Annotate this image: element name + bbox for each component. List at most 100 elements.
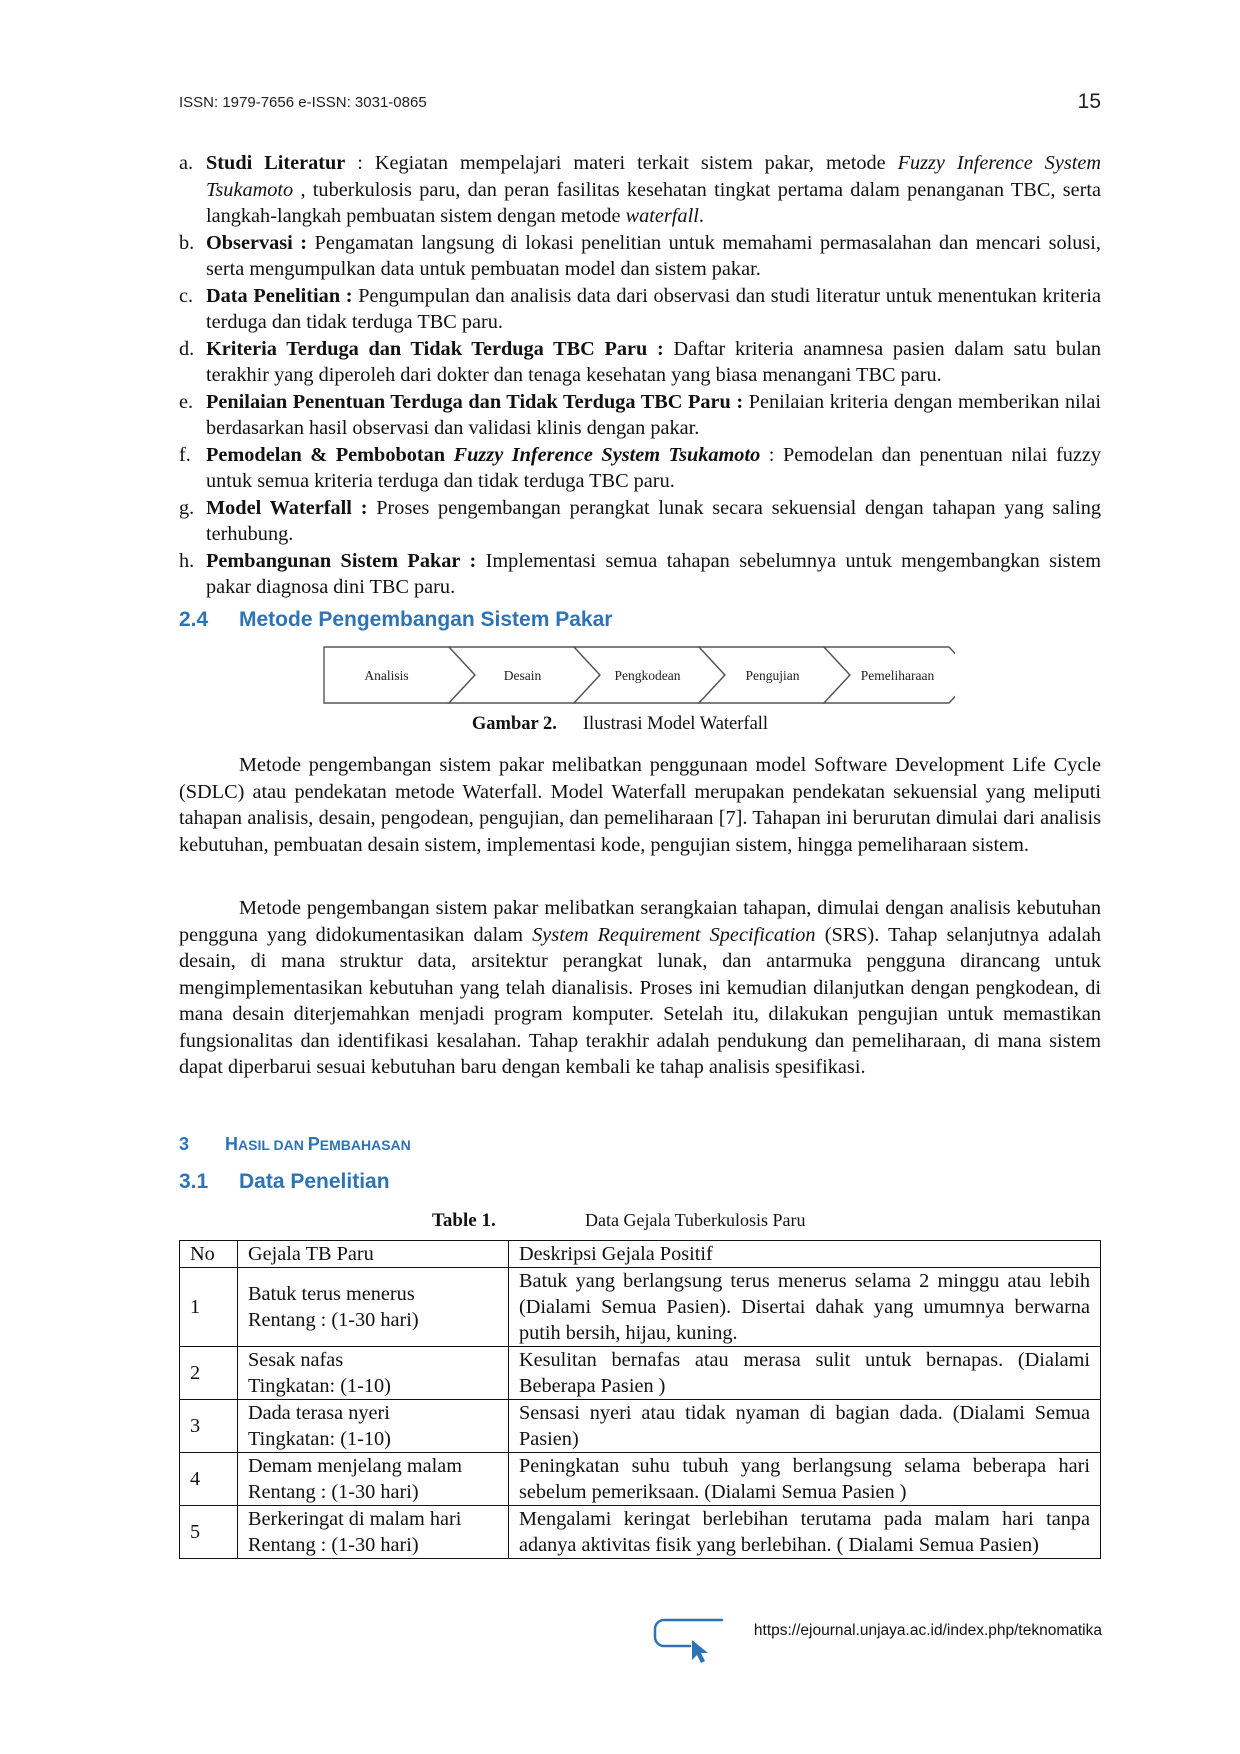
table-cell-no: 5 — [179, 1505, 238, 1559]
waterfall-stage-label: Pemeliharaan — [861, 668, 935, 683]
table-caption-text: Data Gejala Tuberkulosis Paru — [585, 1210, 806, 1230]
waterfall-stage-label: Desain — [504, 668, 542, 683]
list-item: d. Kriteria Terduga dan Tidak Terduga TB… — [179, 336, 1101, 389]
list-item-text: Proses pengembangan perangkat lunak seca… — [206, 496, 1101, 546]
section-heading-3-1: 3.1 Data Penelitian — [179, 1170, 390, 1194]
table-cell-no: 1 — [179, 1267, 238, 1347]
running-header: ISSN: 1979-7656 e-ISSN: 3031-0865 15 — [179, 90, 1101, 116]
table-cell-deskripsi: Batuk yang berlangsung terus menerus sel… — [508, 1267, 1101, 1347]
list-item: a. Studi Literatur : Kegiatan mempelajar… — [179, 150, 1101, 230]
list-item-term: Data Penelitian : — [206, 284, 353, 307]
list-item-term: Pemodelan & Pembobotan — [206, 443, 454, 466]
table-header-cell: No — [179, 1240, 238, 1268]
symptom-scale: Rentang : (1-30 hari) — [248, 1481, 419, 1503]
page-number: 15 — [1077, 90, 1101, 113]
waterfall-diagram: Analisis Desain Pengkodean Pengujian Pem… — [323, 646, 955, 704]
waterfall-stage-label: Analisis — [364, 668, 408, 683]
list-item-term: Penilaian Penentuan Terduga dan Tidak Te… — [206, 390, 744, 413]
paragraph-text: Metode pengembangan sistem pakar melibat… — [179, 897, 1101, 946]
italic-term: Fuzzy Inference System Tsukamoto — [206, 152, 1101, 201]
section-title-part: ASIL DAN — [238, 1137, 308, 1153]
waterfall-stage-labels: Analisis Desain Pengkodean Pengujian Pem… — [364, 668, 934, 683]
italic-term: System Requirement Specification — [532, 923, 816, 946]
section-number: 3 — [179, 1134, 190, 1154]
list-item-term: Kriteria Terduga dan Tidak Terduga TBC P… — [206, 337, 664, 360]
list-item: g. Model Waterfall : Proses pengembangan… — [179, 495, 1101, 548]
italic-term: Fuzzy Inference System Tsukamoto — [453, 443, 761, 466]
section-title: Data Penelitian — [239, 1170, 390, 1193]
body-paragraph: Metode pengembangan sistem pakar melibat… — [179, 754, 1101, 856]
figure-label: Gambar 2. — [471, 714, 557, 734]
italic-term: waterfall — [625, 205, 699, 227]
table-header-cell: Gejala TB Paru — [237, 1240, 509, 1268]
list-marker: g. — [179, 496, 195, 519]
figure-caption: Gambar 2.Ilustrasi Model Waterfall — [0, 714, 1240, 735]
body-paragraph: Metode pengembangan sistem pakar melibat… — [179, 895, 1101, 1081]
symptom-scale: Rentang : (1-30 hari) — [248, 1534, 419, 1556]
table-cell-no: 4 — [179, 1452, 238, 1506]
symptom-name: Sesak nafas — [248, 1349, 344, 1371]
footer: https://ejournal.unjaya.ac.id/index.php/… — [652, 1618, 1102, 1668]
list-item-text: : Pemodelan dan penentuan nilai fuzzy un… — [206, 443, 1101, 493]
list-item: f. Pemodelan & Pembobotan Fuzzy Inferenc… — [179, 442, 1101, 495]
table-cell-no: 2 — [179, 1346, 238, 1400]
symptom-name: Berkeringat di malam hari — [248, 1508, 462, 1530]
list-marker: h. — [179, 549, 195, 572]
list-item-text: Penilaian kriteria dengan memberikan nil… — [206, 390, 1101, 440]
list-marker: d. — [179, 337, 195, 360]
list-item: b. Observasi : Pengamatan langsung di lo… — [179, 230, 1101, 283]
research-steps-list: a. Studi Literatur : Kegiatan mempelajar… — [179, 150, 1101, 601]
list-item-text: Pengumpulan dan analisis data dari obser… — [206, 284, 1102, 334]
section-number: 2.4 — [179, 608, 209, 631]
waterfall-stage-label: Pengujian — [746, 668, 800, 683]
list-item-text: Implementasi semua tahapan sebelumnya un… — [206, 549, 1101, 599]
table-header-row: No Gejala TB Paru Deskripsi Gejala Posit… — [179, 1240, 1101, 1268]
list-item-term: Model Waterfall : — [206, 496, 368, 519]
section-number: 3.1 — [179, 1170, 209, 1193]
list-item-text: . — [698, 205, 704, 227]
issn-text: ISSN: 1979-7656 e-ISSN: 3031-0865 — [179, 94, 427, 111]
symptom-name: Batuk terus menerus — [248, 1283, 415, 1305]
list-marker: a. — [179, 152, 194, 174]
list-marker: f. — [179, 443, 191, 466]
list-item-text: : Kegiatan mempelajari materi terkait si… — [345, 152, 898, 174]
journal-url-link[interactable]: https://ejournal.unjaya.ac.id/index.php/… — [753, 1622, 1102, 1639]
table-label: Table 1. — [432, 1210, 496, 1231]
list-item-term: Pembangunan Sistem Pakar : — [206, 549, 477, 572]
table-cell-deskripsi: Sensasi nyeri atau tidak nyaman di bagia… — [508, 1399, 1101, 1453]
table-caption: Table 1. Data Gejala Tuberkulosis Paru — [432, 1210, 805, 1232]
list-item-term: Studi Literatur — [206, 152, 346, 174]
section-title-part: H — [225, 1134, 238, 1154]
symptom-name: Demam menjelang malam — [248, 1455, 463, 1477]
section-title-part: EMBAHASAN — [319, 1137, 411, 1153]
symptom-name: Dada terasa nyeri — [248, 1402, 390, 1424]
list-marker: c. — [179, 284, 194, 307]
table-cell-deskripsi: Kesulitan bernafas atau merasa sulit unt… — [508, 1346, 1101, 1400]
list-item: c. Data Penelitian : Pengumpulan dan ana… — [179, 283, 1101, 336]
table-cell-deskripsi: Mengalami keringat berlebihan terutama p… — [508, 1505, 1101, 1559]
table-cell-deskripsi: Peningkatan suhu tubuh yang berlangsung … — [508, 1452, 1101, 1506]
list-marker: e. — [179, 390, 194, 413]
waterfall-stage-shape — [822, 646, 955, 704]
symptom-table: No Gejala TB Paru Deskripsi Gejala Posit… — [179, 1240, 1101, 1559]
list-item-term: Observasi : — [206, 231, 308, 254]
link-cursor-icon — [653, 1618, 724, 1663]
list-item-text: Pengamatan langsung di lokasi penelitian… — [206, 231, 1101, 281]
symptom-scale: Tingkatan: (1-10) — [248, 1375, 391, 1397]
list-item-text: , tuberkulosis paru, dan peran fasilitas… — [206, 178, 1101, 228]
section-title: Metode Pengembangan Sistem Pakar — [239, 608, 613, 631]
symptom-scale: Rentang : (1-30 hari) — [248, 1309, 419, 1331]
list-item: e. Penilaian Penentuan Terduga dan Tidak… — [179, 389, 1101, 442]
